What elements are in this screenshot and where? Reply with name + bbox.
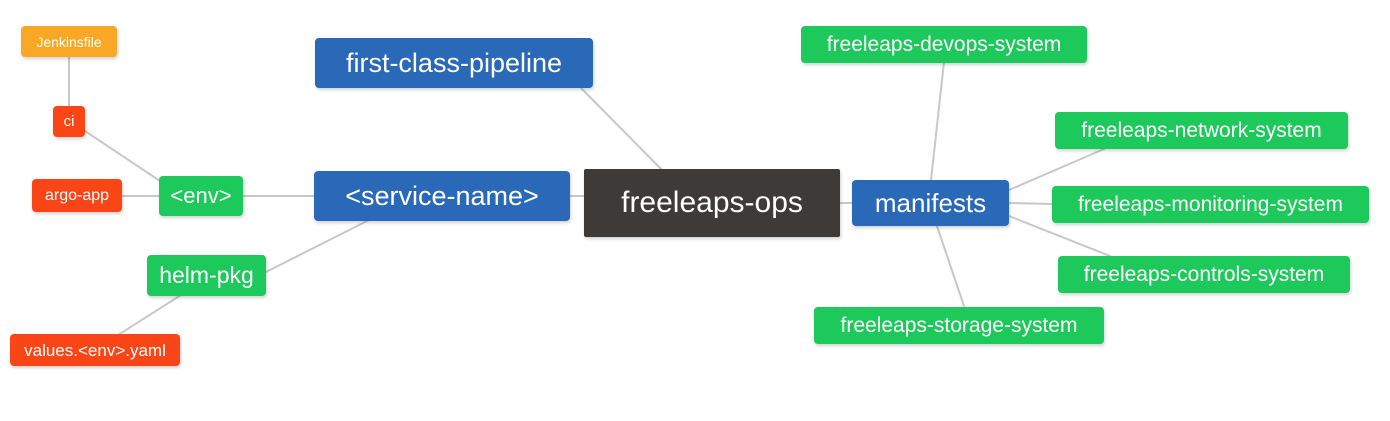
node-jenkinsfile-label: Jenkinsfile (36, 33, 102, 50)
node-helm-pkg[interactable]: helm-pkg (147, 255, 266, 296)
node-argo-app-label: argo-app (44, 186, 110, 204)
node-first-class-pipeline-label: first-class-pipeline (345, 47, 563, 78)
node-freeleaps-storage-system-label: freeleaps-storage-system (840, 314, 1078, 337)
node-freeleaps-devops-system[interactable]: freeleaps-devops-system (801, 26, 1087, 63)
node-env[interactable]: <env> (159, 176, 243, 216)
edge-firstclasspipeline-root (580, 87, 664, 172)
node-manifests-label: manifests (874, 188, 987, 218)
node-first-class-pipeline[interactable]: first-class-pipeline (315, 38, 593, 88)
node-freeleaps-storage-system[interactable]: freeleaps-storage-system (814, 307, 1104, 344)
node-freeleaps-monitoring-system[interactable]: freeleaps-monitoring-system (1052, 186, 1369, 223)
edge-ci-env (84, 130, 161, 182)
node-root-label: freeleaps-ops (621, 186, 803, 219)
node-freeleaps-controls-system-label: freeleaps-controls-system (1083, 263, 1325, 286)
edge-manifests-monitoringsystem (1008, 202, 1054, 205)
node-freeleaps-network-system[interactable]: freeleaps-network-system (1055, 112, 1348, 149)
node-service-name[interactable]: <service-name> (314, 171, 570, 221)
edge-manifests-devopssystem (930, 61, 945, 181)
node-freeleaps-controls-system[interactable]: freeleaps-controls-system (1058, 256, 1350, 293)
node-helm-pkg-label: helm-pkg (159, 262, 254, 288)
edge-valuesyaml-helmpkg (117, 294, 182, 336)
node-freeleaps-network-system-label: freeleaps-network-system (1081, 119, 1322, 142)
node-root-freeleaps-ops[interactable]: freeleaps-ops (584, 169, 840, 237)
node-jenkinsfile[interactable]: Jenkinsfile (21, 26, 117, 57)
edge-manifests-storagesystem (936, 225, 965, 307)
node-values-yaml-label: values.<env>.yaml (24, 340, 166, 360)
node-ci-label: ci (63, 113, 75, 130)
node-service-name-label: <service-name> (345, 180, 539, 211)
node-ci[interactable]: ci (53, 106, 85, 137)
node-manifests[interactable]: manifests (852, 180, 1009, 226)
edge-manifests-networkyystem (1008, 148, 1105, 191)
node-argo-app[interactable]: argo-app (32, 179, 122, 212)
edge-helmpkg-servicename (265, 219, 370, 273)
node-env-label: <env> (170, 183, 232, 208)
node-freeleaps-devops-system-label: freeleaps-devops-system (826, 33, 1062, 56)
node-values-yaml[interactable]: values.<env>.yaml (10, 334, 180, 366)
node-freeleaps-monitoring-system-label: freeleaps-monitoring-system (1078, 193, 1343, 216)
